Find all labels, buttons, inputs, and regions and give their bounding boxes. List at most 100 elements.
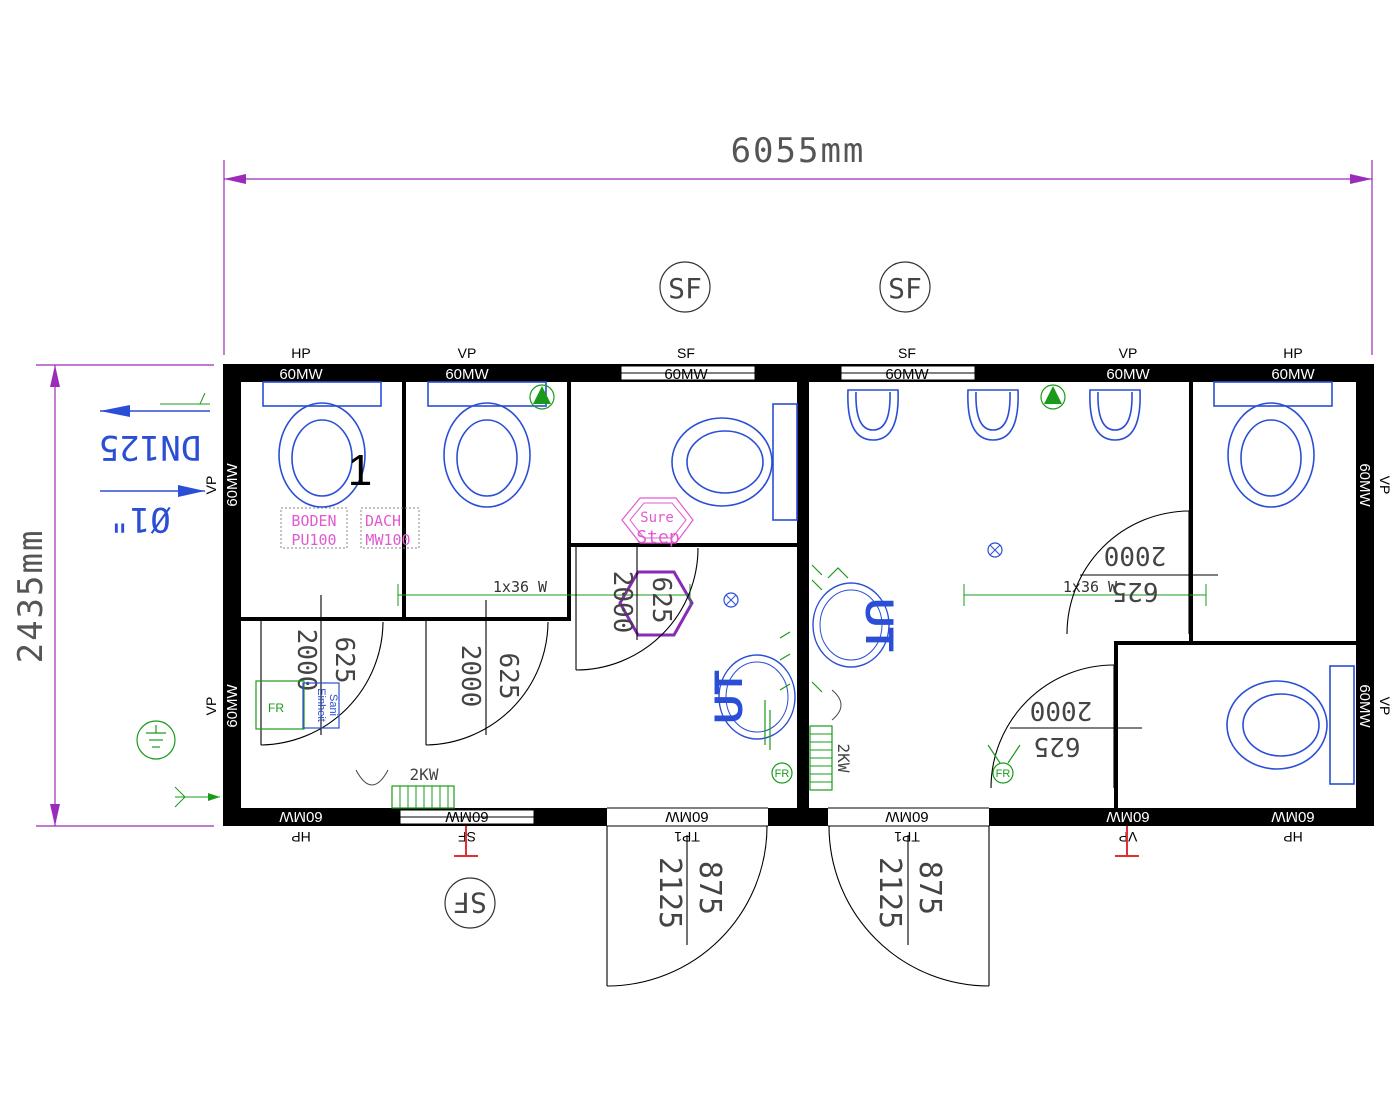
sanitary-unit: Sani Einheit bbox=[302, 682, 340, 729]
svg-text:DN125: DN125 bbox=[99, 427, 201, 467]
svg-text:625: 625 bbox=[1112, 576, 1159, 606]
wall-labels-top: HP VP SF SF VP HP 60MW 60MW 60MW 60MW 60… bbox=[279, 345, 1315, 383]
svg-text:SF: SF bbox=[888, 272, 922, 305]
svg-text:HP: HP bbox=[1283, 829, 1302, 845]
toilet-5 bbox=[1226, 665, 1355, 785]
svg-text:60MW: 60MW bbox=[884, 808, 928, 825]
outer-walls bbox=[223, 364, 1374, 826]
svg-text:60MW: 60MW bbox=[885, 366, 929, 383]
svg-text:FR: FR bbox=[775, 768, 790, 780]
svg-text:60MW: 60MW bbox=[1270, 808, 1314, 825]
sure-step-symbol: Sure Step bbox=[621, 497, 694, 548]
svg-text:Einheit: Einheit bbox=[315, 688, 327, 722]
toilet-4 bbox=[1213, 381, 1333, 508]
sf-symbol-top-right: SF bbox=[879, 261, 931, 313]
svg-text:2000: 2000 bbox=[607, 571, 637, 634]
grid-number: 1 bbox=[348, 446, 372, 495]
lighting-left: 1x36 W bbox=[397, 578, 691, 606]
svg-text:FR: FR bbox=[268, 701, 284, 715]
floor-insulation-label: BODEN PU100 bbox=[280, 507, 348, 549]
svg-text:HP: HP bbox=[291, 829, 310, 845]
water-connection: Ø1" bbox=[100, 485, 205, 539]
width-dimension-label: 6055mm bbox=[731, 131, 866, 171]
svg-text:VP: VP bbox=[1119, 345, 1138, 361]
svg-text:2125: 2125 bbox=[872, 857, 907, 929]
svg-text:2000: 2000 bbox=[291, 629, 321, 692]
svg-text:60MW: 60MW bbox=[279, 366, 323, 383]
toilet-1 bbox=[262, 381, 382, 508]
svg-text:625: 625 bbox=[493, 653, 523, 700]
svg-text:SF: SF bbox=[677, 345, 695, 361]
ground-symbol bbox=[136, 720, 176, 760]
heater-right: 2KW bbox=[809, 689, 853, 791]
toilet-3 bbox=[671, 403, 798, 521]
marker-vp-bottom bbox=[1115, 826, 1139, 857]
lighting-right: 1x36 W bbox=[963, 578, 1207, 606]
floor-drain-icon bbox=[723, 542, 1003, 608]
power-connection bbox=[174, 786, 220, 808]
socket-fr-1: FR bbox=[771, 762, 793, 784]
svg-text:Step: Step bbox=[636, 527, 679, 548]
internal-walls bbox=[241, 382, 1356, 808]
svg-text:PU100: PU100 bbox=[291, 531, 336, 549]
svg-text:1x36 W: 1x36 W bbox=[493, 578, 548, 596]
heater-left: 2KW bbox=[355, 765, 455, 809]
svg-text:60MW: 60MW bbox=[444, 808, 488, 825]
entrance-door-right: 875 2125 bbox=[828, 825, 990, 987]
svg-text:Sure: Sure bbox=[640, 510, 674, 526]
svg-text:875: 875 bbox=[692, 861, 727, 915]
ventilation-icon bbox=[529, 384, 1066, 410]
wall-openings bbox=[399, 365, 989, 827]
svg-text:60MW: 60MW bbox=[224, 462, 241, 506]
wall-labels-bottom: 60MW 60MW 60MW 60MW 60MW 60MW HP SF TP1 … bbox=[278, 808, 1314, 845]
electric-wiring bbox=[764, 564, 849, 750]
svg-text:HP: HP bbox=[291, 345, 310, 361]
svg-text:Sani: Sani bbox=[327, 694, 339, 716]
svg-text:60MW: 60MW bbox=[224, 683, 241, 727]
urinals bbox=[847, 389, 1141, 441]
door-cubicle-2: 625 2000 bbox=[425, 600, 549, 746]
svg-text:BODEN: BODEN bbox=[291, 512, 336, 530]
svg-text:2000: 2000 bbox=[1104, 540, 1167, 570]
svg-text:1x36 W: 1x36 W bbox=[1063, 578, 1118, 596]
svg-text:60MW: 60MW bbox=[278, 808, 322, 825]
svg-text:VP: VP bbox=[203, 476, 219, 495]
entrance-door-left: 875 2125 bbox=[606, 825, 768, 987]
svg-text:60MW: 60MW bbox=[664, 366, 708, 383]
svg-text:60MW: 60MW bbox=[1106, 366, 1150, 383]
toilet-2 bbox=[427, 381, 547, 508]
wall-labels-sides: 60MW 60MW VP VP 60MW 60MW VP VP bbox=[203, 462, 1393, 728]
svg-text:UT: UT bbox=[707, 670, 751, 723]
svg-text:UT: UT bbox=[857, 598, 901, 651]
height-dimension-label: 2435mm bbox=[11, 529, 51, 664]
svg-text:MW100: MW100 bbox=[365, 531, 410, 549]
sf-symbol-top-left: SF bbox=[659, 261, 711, 313]
svg-text:2000: 2000 bbox=[1030, 695, 1093, 725]
door-cubicle-1: 625 2000 bbox=[260, 595, 384, 746]
door-wc-4: 2000 625 bbox=[1066, 510, 1218, 635]
svg-text:VP: VP bbox=[203, 697, 219, 716]
dimension-height: 2435mm bbox=[11, 364, 214, 827]
svg-text:SF: SF bbox=[898, 345, 916, 361]
svg-text:VP: VP bbox=[1377, 476, 1393, 495]
svg-text:60MW: 60MW bbox=[1356, 463, 1373, 507]
svg-text:TP1: TP1 bbox=[894, 829, 920, 845]
door-wc-5: 2000 625 bbox=[990, 664, 1142, 789]
wash-unit-right: UT bbox=[812, 582, 901, 668]
socket-fr-2: FR bbox=[987, 744, 1021, 784]
svg-text:60MW: 60MW bbox=[664, 808, 708, 825]
svg-text:625: 625 bbox=[329, 637, 359, 684]
svg-text:VP: VP bbox=[1377, 697, 1393, 716]
svg-text:875: 875 bbox=[912, 861, 947, 915]
inspection-hexagon bbox=[618, 570, 694, 637]
svg-text:60MW: 60MW bbox=[445, 366, 489, 383]
roof-insulation-label: DACH MW100 bbox=[360, 507, 420, 549]
marker-sf-bottom bbox=[454, 826, 478, 857]
svg-text:60MW: 60MW bbox=[1271, 366, 1315, 383]
svg-text:2000: 2000 bbox=[455, 645, 485, 708]
wash-unit-left: UT bbox=[707, 654, 796, 740]
svg-text:60MW: 60MW bbox=[1105, 808, 1149, 825]
door-wc-3: 625 2000 bbox=[575, 545, 699, 671]
svg-text:2KW: 2KW bbox=[834, 744, 853, 773]
